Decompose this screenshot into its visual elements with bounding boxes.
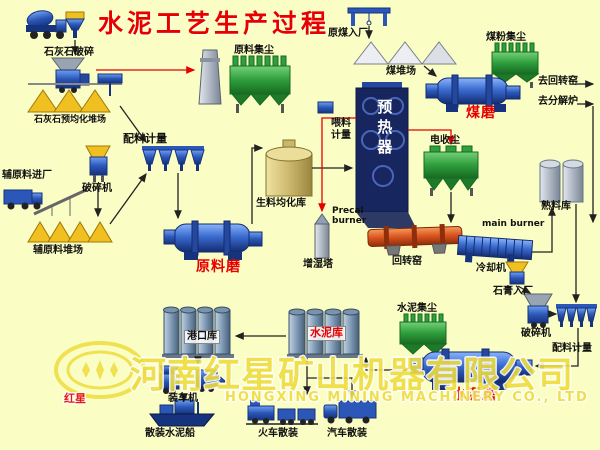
label-coal-mill: 煤磨	[466, 105, 496, 121]
label-main-burner: main burner	[482, 219, 545, 229]
label-cement-dust-collector: 水泥集尘	[397, 303, 437, 314]
watermark-logo-text: 红星	[64, 392, 86, 405]
aux-crusher-icon	[85, 145, 111, 182]
coal-unloader-icon	[347, 7, 391, 26]
preheater-tower-icon	[355, 82, 416, 228]
label-aux-material-yard: 辅原料堆场	[33, 245, 83, 256]
label-batching-left: 配料计量	[123, 132, 167, 145]
label-batching-right: 配料计量	[552, 343, 592, 354]
train-icon	[246, 400, 318, 425]
gypsum-hopper-icon	[505, 261, 529, 285]
crusher-right-icon	[523, 293, 553, 328]
cement-dust-collector-icon	[399, 313, 448, 355]
label-port-silo: 港口库	[184, 330, 220, 344]
label-cement-mill: 水泥磨	[452, 387, 497, 403]
label-to-calciner: 去分解炉	[538, 96, 578, 107]
label-bulk-cement-ship: 散装水泥船	[145, 428, 195, 439]
aux-truck-icon	[3, 189, 43, 210]
label-limestone-crushing: 石灰石破碎	[44, 47, 94, 58]
watermark-company-en: HONGXING MINING MACHINERY CO., LTD	[225, 390, 589, 405]
label-cooler: 冷却机	[476, 263, 506, 274]
limestone-crusher-icon	[51, 57, 90, 93]
label-limestone-preblending-yard: 石灰石预均化堆场	[34, 115, 107, 125]
label-esp: 电收尘	[430, 135, 460, 146]
humidifier-tower-icon	[314, 213, 330, 259]
feed-hopper-icon	[65, 11, 85, 38]
ship-icon	[149, 399, 216, 427]
cement-mill-icon	[410, 348, 533, 390]
raw-meal-silo-icon	[265, 139, 313, 197]
feeding-meter-icon	[317, 101, 334, 114]
label-coal-dust-collector: 煤粉集尘	[486, 32, 526, 43]
batching-hoppers-right-icon	[556, 304, 597, 327]
limestone-yard-icon	[27, 73, 123, 113]
label-raw-dust-collector: 原料集尘	[234, 45, 274, 56]
hongxing-logo-icon	[54, 341, 146, 399]
esp-icon	[423, 145, 479, 196]
batching-hoppers-left-icon	[142, 146, 205, 171]
aux-yard-icon	[27, 221, 113, 243]
label-gypsum-in: 石膏入厂	[493, 286, 533, 297]
label-feeding-metering: 喂料计量	[331, 118, 351, 141]
label-rotary-kiln: 回转窑	[392, 256, 422, 267]
label-raw-meal-silo: 生料均化库	[256, 198, 306, 209]
raw-mill-icon	[163, 220, 263, 260]
flow-arrows	[71, 26, 597, 403]
mixer-truck-icon	[26, 10, 67, 39]
flow-arrows-red	[96, 66, 455, 213]
label-train-bulk: 火车散装	[258, 428, 298, 439]
rotary-kiln-icon	[367, 223, 463, 256]
coal-yard-icon	[352, 41, 458, 65]
label-aux-material-in: 辅原料进厂	[2, 170, 52, 181]
label-to-rotary-kiln: 去回转窑	[538, 76, 578, 87]
label-truck-bulk: 汽车散装	[327, 428, 367, 439]
coal-dust-collector-icon	[491, 42, 540, 88]
page-title: 水泥工艺生产过程	[98, 9, 331, 38]
label-humidifier-tower: 增湿塔	[303, 259, 333, 270]
label-clinker-silo: 熟料库	[541, 201, 571, 212]
loading-machines-icon	[159, 365, 228, 394]
label-precal-burner: Precal burner	[332, 206, 367, 227]
truck-icon	[323, 400, 377, 424]
watermark-company-cn: 河南红星矿山机器有限公司	[130, 355, 575, 396]
label-cement-silo: 水泥库	[307, 326, 346, 341]
chimney-icon	[198, 49, 222, 105]
label-coal-yard: 煤堆场	[386, 66, 416, 77]
clinker-silo-icon	[539, 159, 584, 203]
label-preheater: 预热器	[375, 99, 394, 159]
raw-dust-collector-icon	[229, 55, 291, 113]
coal-mill-icon	[425, 74, 521, 112]
aux-conveyor-icon	[33, 188, 87, 216]
label-raw-coal-in: 原煤入厂	[328, 28, 368, 39]
label-crusher-right: 破碎机	[521, 328, 551, 339]
label-crusher-left: 破碎机	[82, 183, 112, 194]
label-raw-mill: 原料磨	[196, 259, 241, 275]
